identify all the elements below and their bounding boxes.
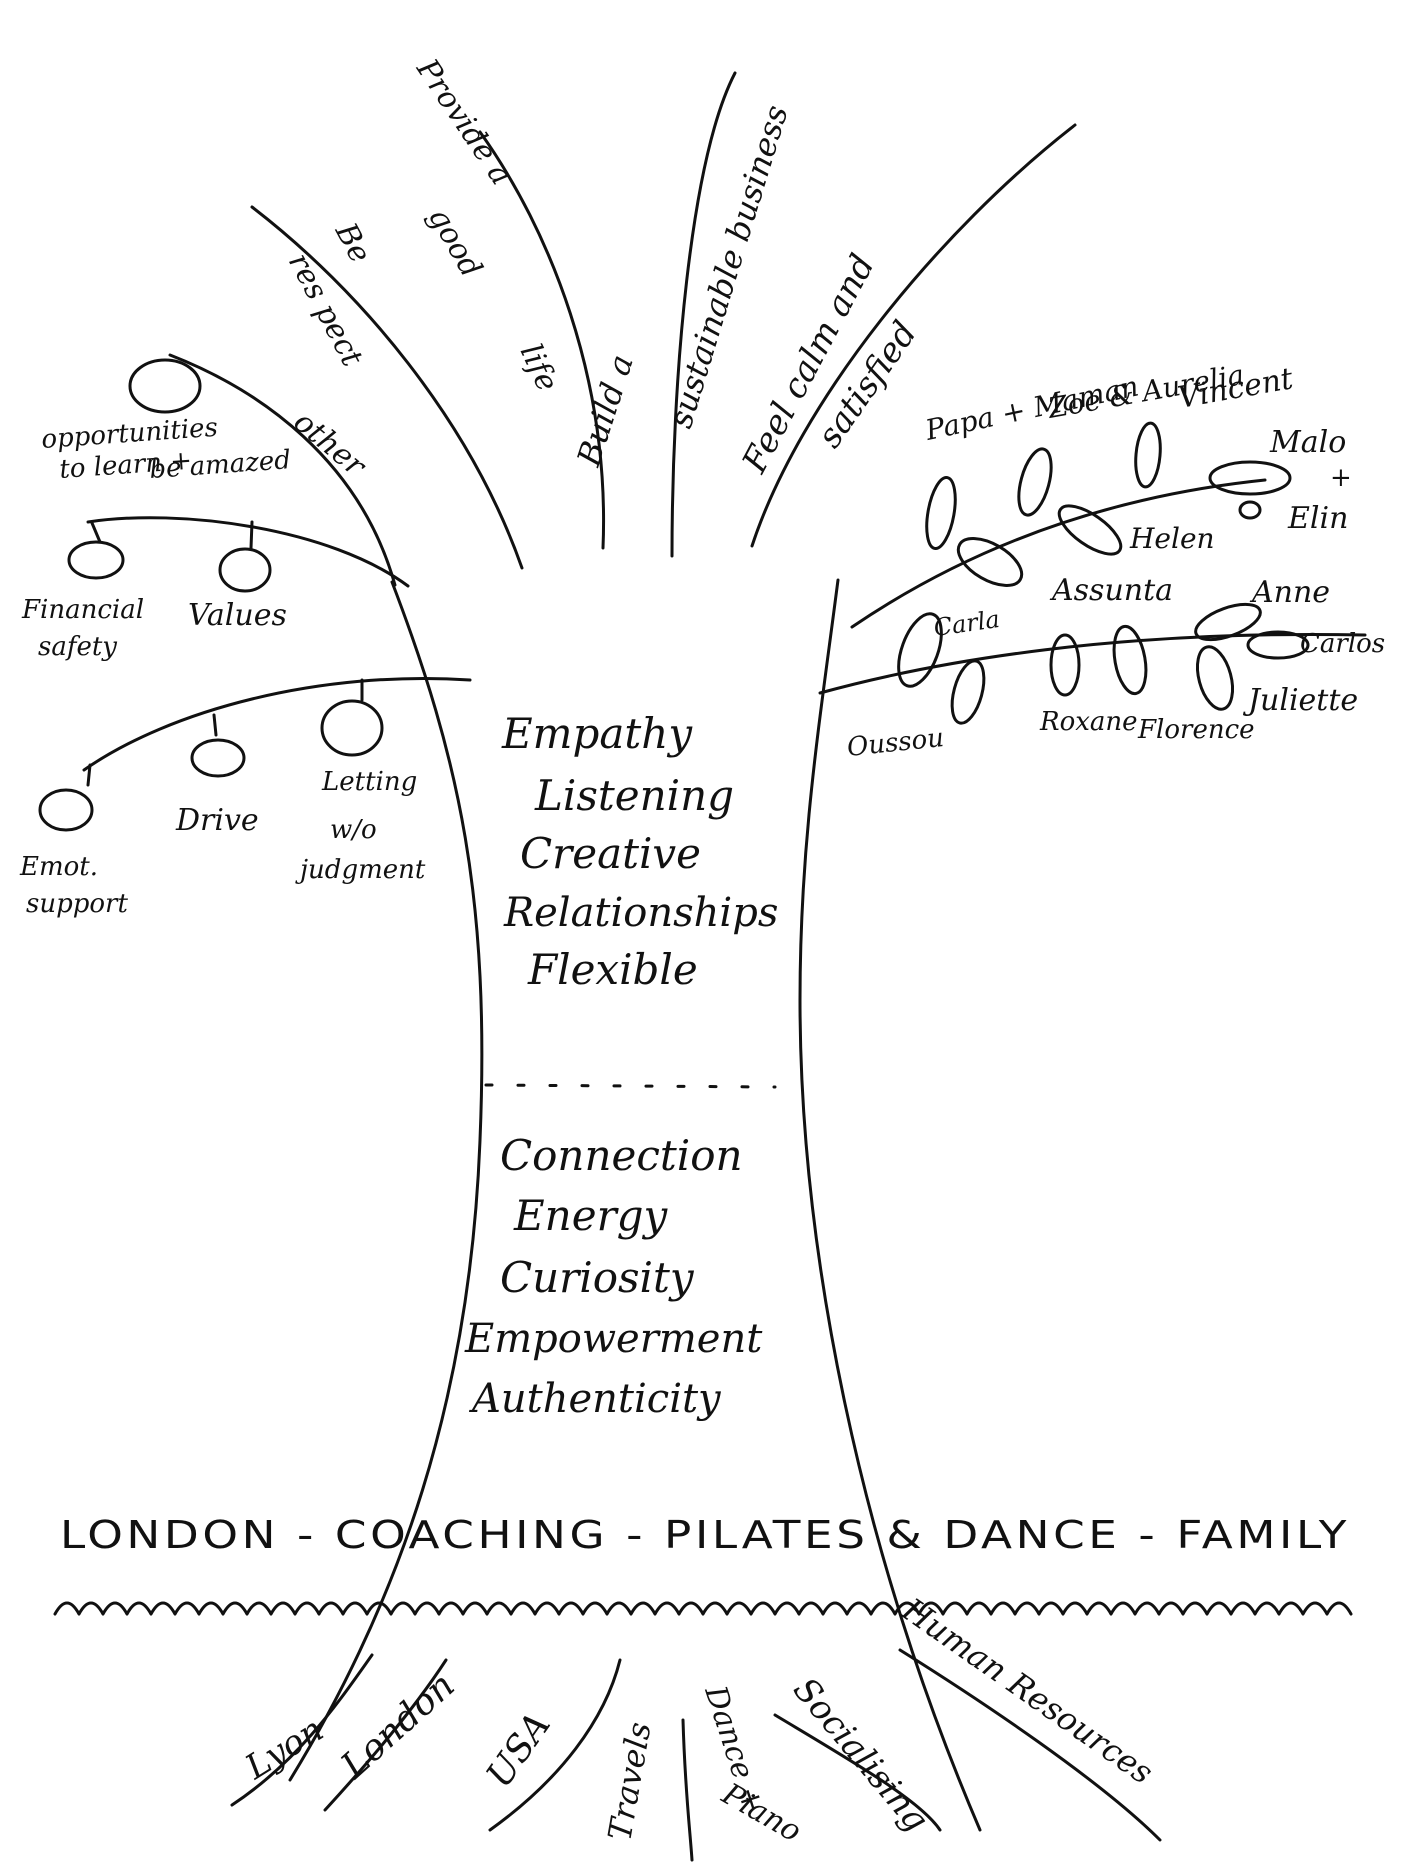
fruit-label-emot: Emot.: [19, 852, 98, 882]
leaf-label-juliette: Juliette: [1242, 683, 1358, 718]
trunk-bottom-values: Connection Energy Curiosity Empowerment …: [464, 1131, 763, 1422]
branch-left-lower: [82, 676, 472, 772]
root-label-socialising: Socialising: [785, 1670, 936, 1839]
trunk-value: Listening: [534, 771, 734, 820]
branch-label-respect: res pect: [281, 247, 370, 373]
branch-right-lower: [818, 632, 1367, 695]
leaf-label-malo: Malo: [1269, 425, 1346, 460]
fruit-label-letting-3: judgment: [295, 855, 426, 885]
leaf-4-icon: [1208, 460, 1292, 496]
fruit-drive-icon: [190, 738, 246, 778]
trunk-value: Relationships: [503, 890, 778, 936]
leaf-11-icon: [1112, 624, 1148, 696]
leaf-14-icon: [1238, 500, 1262, 520]
stem-drive: [212, 713, 218, 737]
branch-respect: [250, 205, 524, 570]
branch-left-top: [86, 516, 410, 588]
root-london: [323, 1658, 448, 1812]
root-lyon: [230, 1653, 374, 1807]
leaf-2-icon: [1017, 447, 1053, 517]
root-label-hr: Human Resources: [895, 1590, 1161, 1792]
leaf-6-icon: [1057, 504, 1123, 556]
leaf-label-oussou: Oussou: [846, 723, 946, 763]
leaf-label-elin: Elin: [1287, 501, 1348, 536]
leaf-label-anne: Anne: [1249, 575, 1330, 610]
leaf-label-helen: Helen: [1129, 522, 1215, 555]
branch-calm: [750, 123, 1077, 548]
fruit-label-financial-2: safety: [38, 632, 117, 662]
fruit-label-emot-2: support: [26, 889, 128, 919]
leaf-8-icon: [1194, 602, 1262, 642]
trunk-value: Authenticity: [468, 1376, 722, 1422]
leaf-label-florence: Florence: [1137, 715, 1255, 745]
branch-label-good: good: [421, 202, 489, 284]
grass-line: [53, 1601, 1353, 1616]
leaf-label-carla: Carla: [932, 605, 1001, 642]
stem-values: [249, 520, 254, 550]
trunk-value: Empowerment: [464, 1316, 763, 1362]
trunk-divider: [484, 1083, 777, 1089]
leaf-label-assunta: Assunta: [1049, 573, 1173, 608]
branch-label-provide: Provide a: [409, 52, 519, 191]
trunk-value: Energy: [513, 1191, 669, 1240]
branch-right-upper: [850, 478, 1267, 629]
trunk-value: Creative: [520, 829, 701, 878]
trunk-right-outline: [798, 578, 982, 1832]
fruit-label-letting: Letting: [321, 767, 417, 797]
fruit-emot-icon: [38, 788, 94, 832]
leaf-1-icon: [925, 475, 957, 551]
stem-emot: [86, 763, 92, 787]
root-label-lyon: Lyon: [238, 1709, 331, 1788]
leaf-9-icon: [950, 659, 986, 725]
trunk-value: Curiosity: [500, 1253, 695, 1302]
root-hr: [898, 1648, 1162, 1842]
trunk-left-outline: [288, 580, 484, 1782]
leaf-3-icon: [1134, 421, 1162, 489]
leaf-label-malo-plus: +: [1330, 463, 1352, 493]
branch-label-life: life: [513, 339, 565, 397]
fruit-label-drive: Drive: [175, 803, 259, 838]
branch-outer-left: [168, 353, 397, 587]
fruit-label-values: Values: [188, 598, 287, 633]
fruit-financial-icon: [67, 540, 125, 580]
branch-label-build: Build a: [569, 350, 641, 471]
fruit-opportunities-icon: [128, 358, 202, 414]
root-travels: [681, 1718, 694, 1862]
branch-business: [670, 71, 737, 558]
leaf-13-icon: [1246, 630, 1310, 660]
branch-good-life: [478, 130, 606, 550]
fruit-label-financial: Financial: [21, 595, 144, 625]
trunk-value: Empathy: [501, 709, 693, 758]
root-label-travels: Travels: [600, 1719, 658, 1843]
root-socialising: [773, 1713, 942, 1832]
trunk-value: Flexible: [527, 945, 698, 994]
leaf-5-icon: [956, 537, 1024, 587]
leaf-10-icon: [1049, 633, 1081, 697]
fruit-label-letting-2: w/o: [330, 815, 377, 845]
leaf-12-icon: [1195, 645, 1235, 711]
ground-line-text: LONDON - COACHING - PILATES & DANCE - FA…: [60, 1513, 1350, 1557]
fruit-letting-icon: [320, 699, 384, 757]
fruit-label-opportunities: opportunities: [40, 413, 218, 455]
root-usa: [488, 1658, 622, 1832]
trunk-value: Connection: [500, 1131, 743, 1180]
stem-financial: [90, 521, 102, 544]
fruit-values-icon: [218, 547, 272, 593]
branch-label-other: other: [287, 404, 373, 484]
leaf-7-icon: [897, 612, 943, 688]
branch-label-be: Be: [327, 216, 377, 268]
trunk-top-values: Empathy Listening Creative Relationships…: [501, 709, 778, 994]
leaf-label-roxane: Roxane: [1039, 707, 1138, 737]
leaf-label-carlos: Carlos: [1300, 629, 1385, 659]
